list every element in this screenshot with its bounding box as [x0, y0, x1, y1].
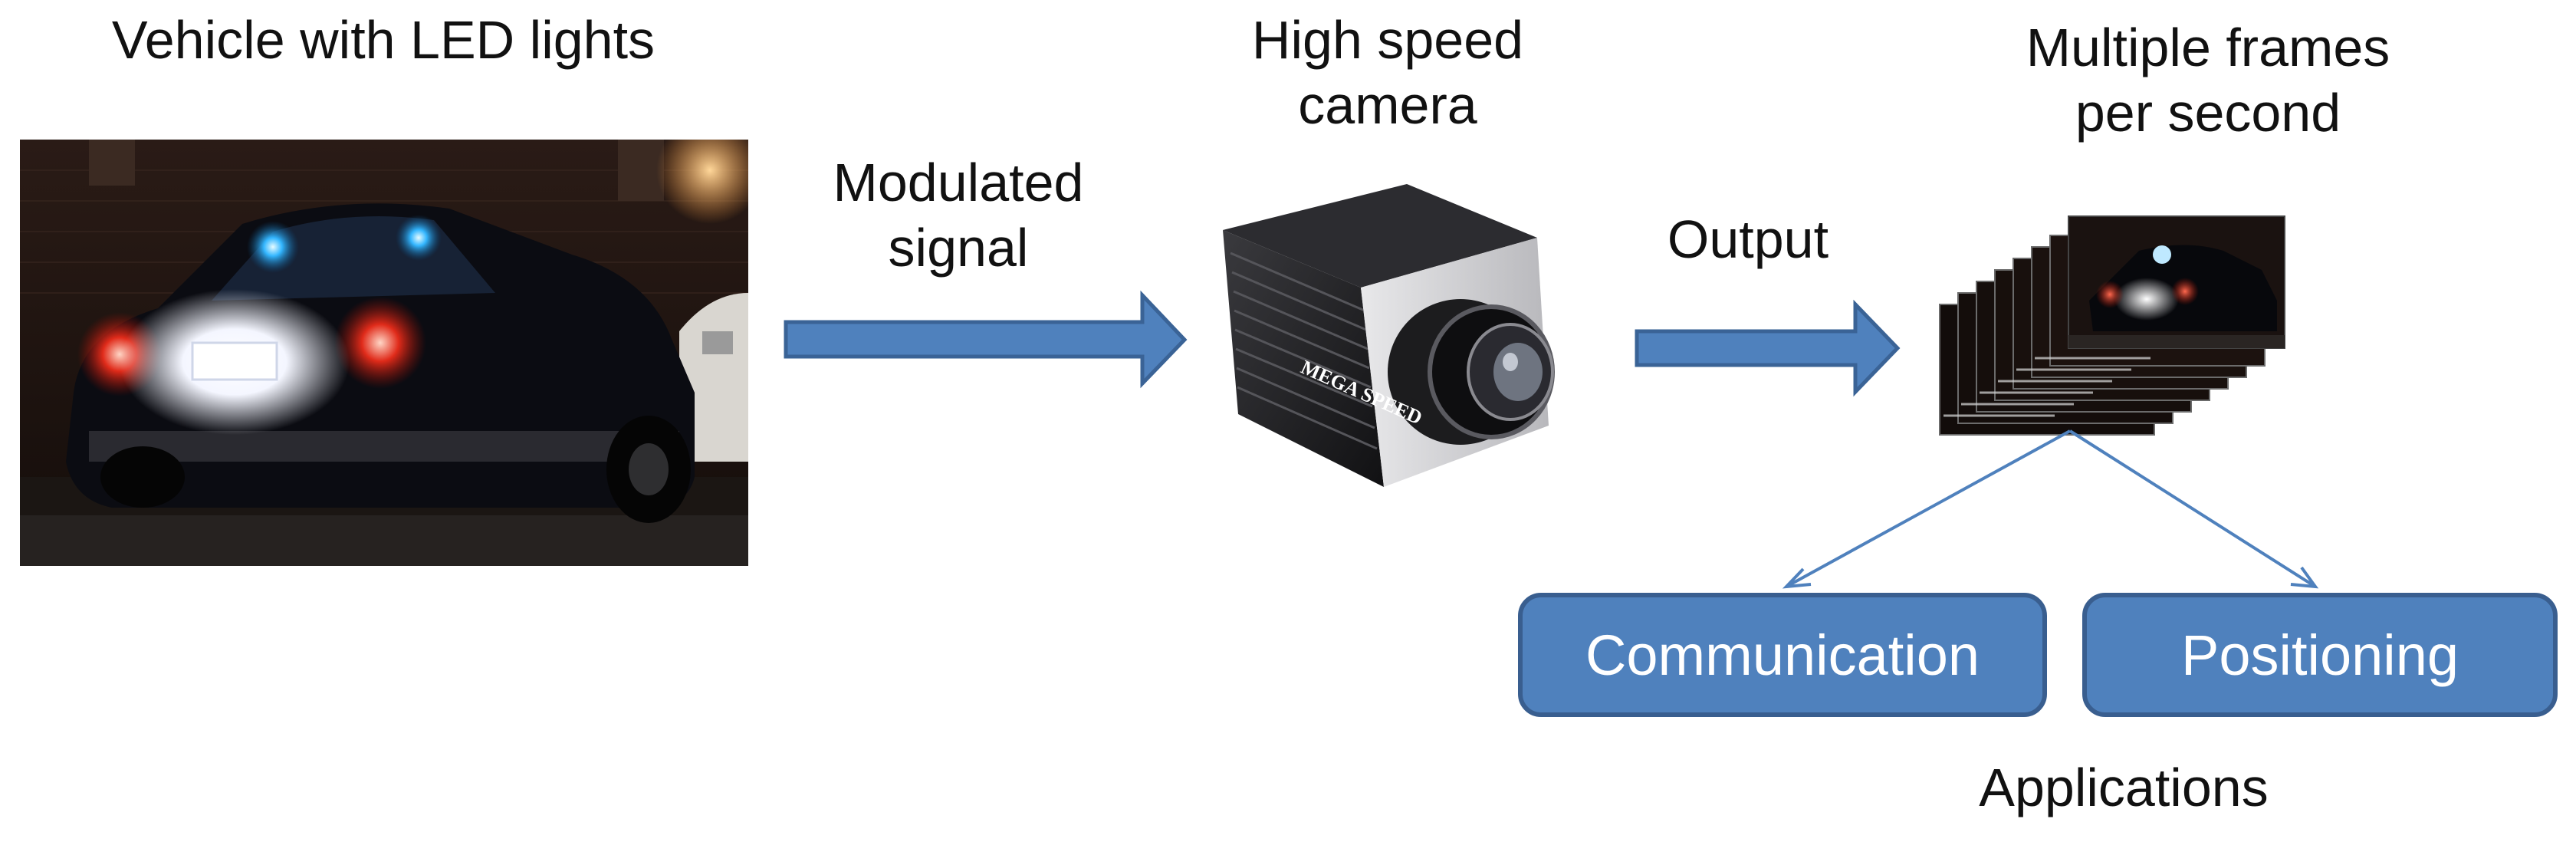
positioning-label: Positioning	[2180, 623, 2459, 687]
modulated-signal-label: Modulated signal	[767, 150, 1150, 281]
camera-label-line1: High speed	[1251, 10, 1524, 70]
vehicle-label-text: Vehicle with LED lights	[111, 10, 656, 70]
positioning-box: Positioning	[2082, 593, 2558, 717]
modulated-signal-arrow	[784, 290, 1188, 389]
modulated-signal-label-line2: signal	[888, 218, 1029, 278]
connector-line-positioning	[2068, 429, 2317, 588]
applications-label: Applications	[1871, 755, 2377, 821]
frames-label-line2: per second	[2075, 83, 2341, 143]
output-label: Output	[1610, 207, 1886, 272]
communication-box: Communication	[1518, 593, 2047, 717]
connector-arrowhead-positioning	[2290, 566, 2319, 589]
output-arrow	[1635, 299, 1901, 397]
vehicle-label: Vehicle with LED lights	[15, 8, 751, 73]
camera-label: High speed camera	[1196, 8, 1579, 139]
frames-stack-image	[1939, 215, 2285, 436]
vehicle-photo	[20, 140, 748, 566]
communication-label: Communication	[1585, 623, 1980, 687]
connector-arrowhead-communication	[1782, 567, 1812, 589]
camera-image: MEGA SPEED	[1223, 184, 1555, 487]
output-label-text: Output	[1667, 209, 1829, 269]
frames-label-line1: Multiple frames	[2026, 18, 2390, 77]
modulated-signal-label-line1: Modulated	[833, 153, 1084, 212]
applications-label-text: Applications	[1979, 758, 2269, 817]
connector-line-communication	[1786, 429, 2071, 588]
camera-label-line2: camera	[1298, 75, 1477, 136]
frames-label: Multiple frames per second	[1940, 15, 2476, 146]
